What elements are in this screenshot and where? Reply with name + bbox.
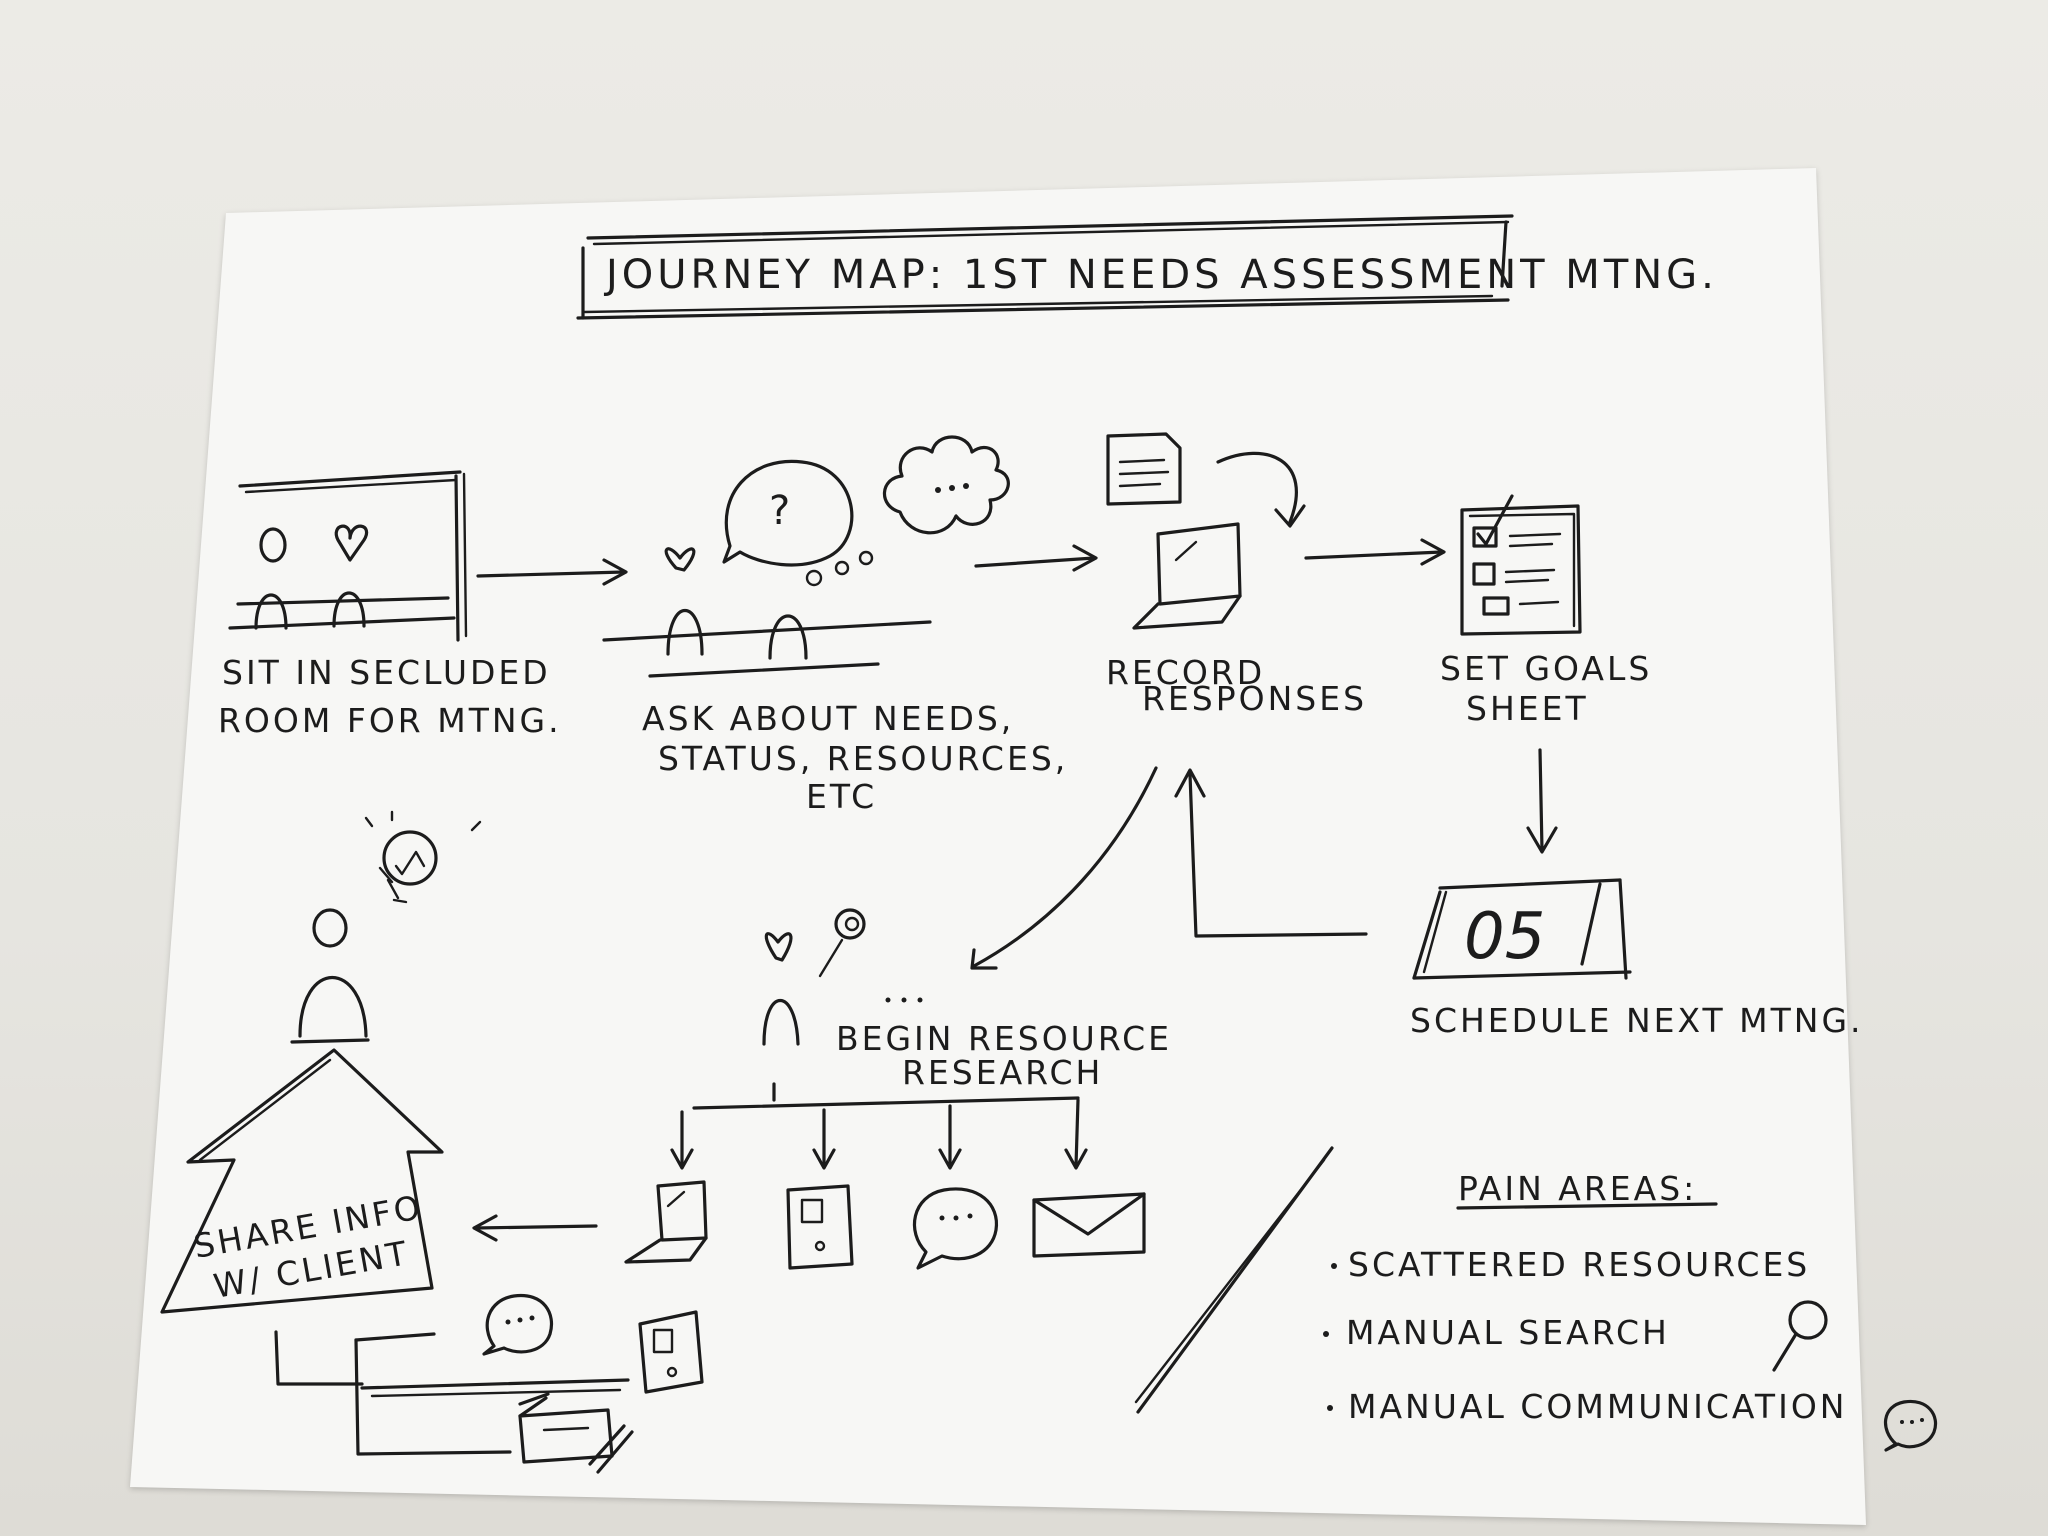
step-research-line1: BEGIN RESOURCE	[836, 1019, 1172, 1058]
laptop-icon	[1132, 522, 1242, 630]
step-goals-line1: SET GOALS	[1440, 649, 1652, 688]
pain-item-1: SCATTERED RESOURCES	[1348, 1245, 1810, 1284]
step-schedule-label: SCHEDULE NEXT MTNG.	[1410, 1001, 1864, 1040]
arrow-schedule-to-record	[1174, 768, 1368, 938]
question-mark: ?	[769, 488, 790, 534]
lightbulb-icon	[364, 810, 482, 904]
step-ask-line2: STATUS, RESOURCES,	[658, 739, 1068, 778]
calendar-date-number: 05	[1464, 900, 1545, 974]
divider-slash	[1134, 1146, 1334, 1414]
pain-areas-heading: PAIN AREAS:	[1458, 1169, 1697, 1208]
step-record-line1: RECORD	[1106, 653, 1265, 692]
document-icon	[1106, 432, 1182, 506]
arrow-record-to-research	[970, 766, 1158, 970]
desk-scene-icon	[274, 1293, 704, 1474]
title-box: JOURNEY MAP: 1ST NEEDS ASSESSMENT MTNG.	[576, 214, 1718, 320]
research-branches	[670, 1082, 1088, 1170]
pain-item-2: MANUAL SEARCH	[1346, 1313, 1670, 1352]
step-sit-line1: SIT IN SECLUDED	[222, 653, 551, 692]
checklist-icon	[1460, 494, 1582, 636]
arrow-ask-to-record	[974, 544, 1098, 572]
person-presenting-icon	[290, 908, 370, 1044]
step-ask-line1: ASK ABOUT NEEDS,	[642, 699, 1014, 738]
house-arrow-icon	[160, 1048, 444, 1314]
researcher-icon	[762, 908, 923, 1046]
paper-sheet	[130, 168, 1866, 1525]
envelope-icon	[1032, 1192, 1146, 1258]
pain-areas: PAIN AREAS: SCATTERED RESOURCES MANUAL S…	[1323, 1169, 1938, 1452]
step-ask-line3: ETC	[806, 777, 877, 816]
conversation-icon: ?	[602, 459, 932, 678]
step-sit-line2: ROOM FOR MTNG.	[218, 701, 562, 740]
chat-bubble-icon	[912, 1187, 999, 1270]
thought-cloud-icon	[882, 435, 1010, 535]
chat-bubble-small-icon	[1883, 1399, 1938, 1452]
couple-in-room-icon	[228, 470, 468, 642]
curved-arrow-doc-to-laptop	[1216, 451, 1306, 528]
laptop-small-icon	[624, 1180, 708, 1264]
arrow-record-to-goals	[1304, 538, 1446, 566]
magnifier-icon	[1772, 1300, 1828, 1372]
calendar-icon: 05	[1412, 878, 1632, 980]
tablet-icon	[786, 1184, 854, 1270]
arrow-sit-to-ask	[476, 558, 628, 586]
step-research-line2: RESEARCH	[902, 1053, 1103, 1092]
pain-item-3: MANUAL COMMUNICATION	[1348, 1387, 1847, 1426]
arrow-research-to-share	[472, 1214, 598, 1242]
step-record-line2: RESPONSES	[1142, 679, 1367, 718]
page-title: JOURNEY MAP: 1ST NEEDS ASSESSMENT MTNG.	[603, 252, 1718, 298]
step-goals-line2: SHEET	[1466, 689, 1589, 728]
arrow-goals-to-schedule	[1526, 748, 1558, 854]
